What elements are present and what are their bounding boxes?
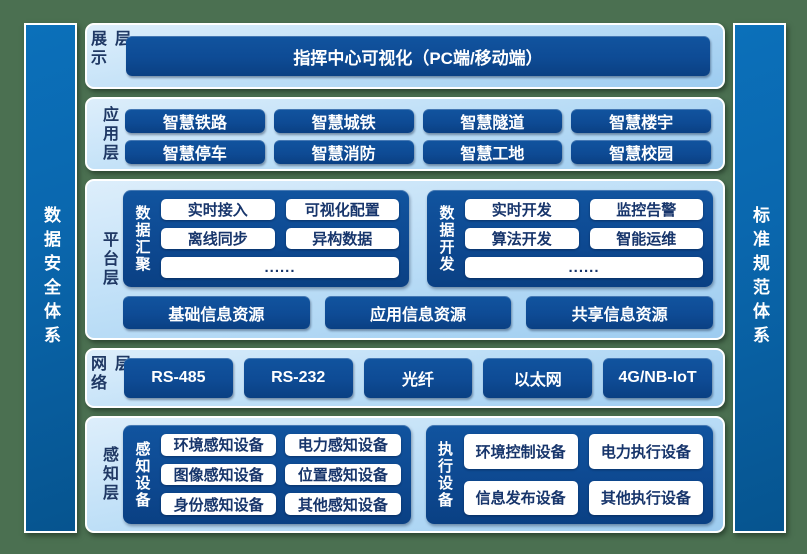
dev-box-monitor-alert: 监控告警 — [589, 199, 703, 220]
data-aggregation-group: 数据汇聚 实时接入 可视化配置 离线同步 异构数据 ...... — [123, 190, 409, 287]
dev-box-realtime-dev: 实时开发 — [465, 199, 579, 220]
panel-perception-layer: 感知层 感知设备 环境感知设备 电力感知设备 图像感知设备 位置感知设备 身份感… — [85, 416, 725, 533]
dev-box-ellipsis: ...... — [465, 257, 703, 278]
data-aggregation-label: 数据汇聚 — [133, 204, 151, 273]
app-box-smart-site: 智慧工地 — [422, 140, 563, 164]
sensing-devices-grid: 环境感知设备 电力感知设备 图像感知设备 位置感知设备 身份感知设备 其他感知设… — [161, 434, 401, 515]
agg-box-realtime-access: 实时接入 — [161, 199, 275, 220]
display-layer-label: 展示层 — [88, 30, 129, 68]
platform-body: 数据汇聚 实时接入 可视化配置 离线同步 异构数据 ...... 数据开发 实时… — [123, 190, 713, 329]
sensing-devices-label: 感知设备 — [133, 440, 151, 509]
execution-devices-label: 执行设备 — [436, 440, 453, 509]
app-box-smart-fire: 智慧消防 — [273, 140, 414, 164]
network-box-rs232: RS-232 — [243, 358, 353, 398]
execution-devices-group: 执行设备 环境控制设备 电力执行设备 信息发布设备 其他执行设备 — [425, 425, 713, 524]
exec-box-info-publish: 信息发布设备 — [463, 480, 578, 515]
network-box-ethernet: 以太网 — [483, 358, 593, 398]
perception-layer-label: 感知层 — [100, 446, 117, 503]
agg-box-heterogeneous-data: 异构数据 — [285, 228, 399, 249]
network-grid: RS-485 RS-232 光纤 以太网 4G/NB-IoT — [124, 358, 712, 398]
layer-stack: 展示层 指挥中心可视化（PC端/移动端） 应用层 智慧铁路 智慧城铁 智慧隧道 … — [85, 23, 725, 533]
sensing-devices-group: 感知设备 环境感知设备 电力感知设备 图像感知设备 位置感知设备 身份感知设备 … — [123, 425, 411, 524]
panel-platform-layer: 平台层 数据汇聚 实时接入 可视化配置 离线同步 异构数据 ...... — [85, 179, 725, 340]
data-development-group: 数据开发 实时开发 监控告警 算法开发 智能运维 ...... — [427, 190, 713, 287]
app-box-smart-building: 智慧楼宇 — [571, 109, 711, 133]
network-box-rs485: RS-485 — [124, 358, 233, 398]
platform-groups: 数据汇聚 实时接入 可视化配置 离线同步 异构数据 ...... 数据开发 实时… — [123, 190, 713, 287]
panel-network-layer: 网络层 RS-485 RS-232 光纤 以太网 4G/NB-IoT — [85, 348, 725, 408]
application-grid: 智慧铁路 智慧城铁 智慧隧道 智慧楼宇 智慧停车 智慧消防 智慧工地 智慧校园 — [125, 109, 711, 164]
network-layer-label: 网络层 — [88, 355, 129, 393]
sense-box-power: 电力感知设备 — [285, 434, 401, 456]
resource-box-basic-info: 基础信息资源 — [123, 296, 310, 329]
app-box-smart-tunnel: 智慧隧道 — [422, 109, 563, 133]
sense-box-identity: 身份感知设备 — [161, 493, 277, 515]
app-box-smart-railway: 智慧铁路 — [125, 109, 265, 133]
network-box-4g-nbiot: 4G/NB-IoT — [603, 358, 712, 398]
sense-box-other: 其他感知设备 — [285, 493, 401, 515]
perception-body: 感知设备 环境感知设备 电力感知设备 图像感知设备 位置感知设备 身份感知设备 … — [123, 425, 713, 524]
platform-layer-label: 平台层 — [100, 231, 117, 288]
application-layer-label: 应用层 — [100, 105, 117, 163]
app-box-smart-parking: 智慧停车 — [125, 140, 265, 164]
execution-devices-grid: 环境控制设备 电力执行设备 信息发布设备 其他执行设备 — [463, 434, 703, 515]
sense-box-image: 图像感知设备 — [161, 463, 277, 486]
data-development-grid: 实时开发 监控告警 算法开发 智能运维 ...... — [465, 199, 703, 278]
app-box-smart-campus: 智慧校园 — [571, 140, 711, 164]
panel-application-layer: 应用层 智慧铁路 智慧城铁 智慧隧道 智慧楼宇 智慧停车 智慧消防 智慧工地 智… — [85, 97, 725, 171]
sense-box-environment: 环境感知设备 — [161, 434, 277, 456]
resource-box-shared-info: 共享信息资源 — [526, 296, 713, 329]
resource-box-application-info: 应用信息资源 — [324, 296, 512, 329]
data-security-bar: 数据安全体系 — [24, 23, 77, 533]
sense-box-location: 位置感知设备 — [285, 463, 401, 486]
dev-box-intelligent-ops: 智能运维 — [589, 228, 703, 249]
exec-box-environment-control: 环境控制设备 — [463, 434, 578, 469]
data-development-label: 数据开发 — [437, 204, 455, 273]
command-center-box: 指挥中心可视化（PC端/移动端） — [126, 36, 710, 76]
exec-box-other-execution: 其他执行设备 — [588, 480, 703, 515]
network-box-fiber: 光纤 — [363, 358, 473, 398]
app-box-smart-metro: 智慧城铁 — [273, 109, 414, 133]
platform-resources: 基础信息资源 应用信息资源 共享信息资源 — [123, 296, 713, 329]
dev-box-algorithm-dev: 算法开发 — [465, 228, 579, 249]
panel-display-layer: 展示层 指挥中心可视化（PC端/移动端） — [85, 23, 725, 89]
agg-box-offline-sync: 离线同步 — [161, 228, 275, 249]
standard-specification-bar: 标准规范体系 — [733, 23, 786, 533]
data-aggregation-grid: 实时接入 可视化配置 离线同步 异构数据 ...... — [161, 199, 399, 278]
agg-box-ellipsis: ...... — [161, 257, 399, 278]
agg-box-visual-config: 可视化配置 — [285, 199, 399, 220]
exec-box-power-execution: 电力执行设备 — [588, 434, 703, 469]
